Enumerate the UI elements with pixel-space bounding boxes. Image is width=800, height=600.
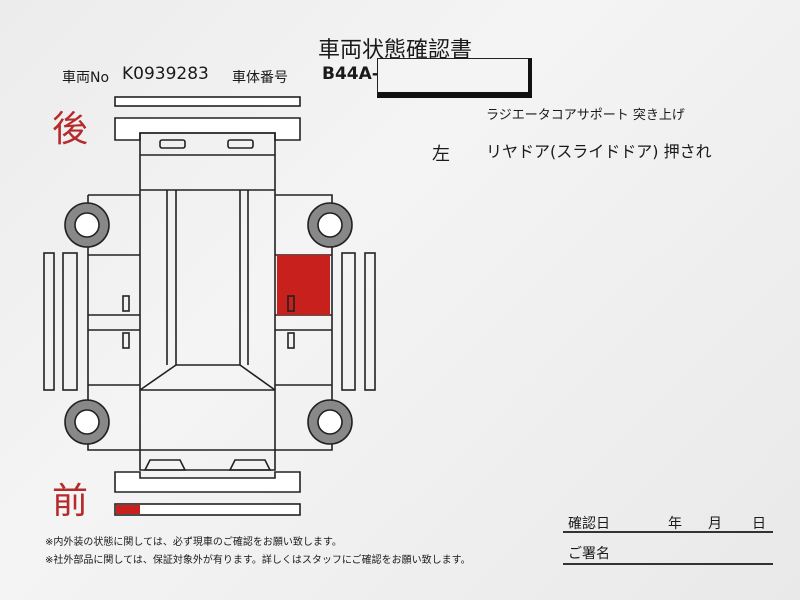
rear-light-left — [159, 139, 186, 149]
vehicle-no-label: 車両No — [62, 70, 110, 86]
rear-bumper — [114, 117, 301, 141]
disclaimer-1: ※内外装の状態に関しては、必ず現車のご確認をお願い致します。 — [45, 537, 342, 548]
redaction-sticker — [377, 58, 532, 98]
disclaimer-2: ※社外部品に関しては、保証対象外が有ります。詳しくはスタッフにご確認をお願い致し… — [45, 555, 471, 566]
rear-label: 後 — [52, 109, 89, 150]
damage-panel-rear-door — [277, 255, 330, 315]
damage-panel-radiator-support — [116, 505, 140, 514]
body-no-label: 車体番号 — [232, 70, 288, 86]
front-bumper — [114, 471, 301, 493]
door-handle-left-front — [122, 332, 130, 349]
month-label: 月 — [708, 516, 722, 532]
rear-light-right — [227, 139, 254, 149]
front-lower-bar — [114, 503, 301, 516]
damage-note-1: ラジエータコアサポート 突き上げ — [486, 108, 685, 123]
signature-line[interactable] — [563, 563, 773, 565]
date-line — [563, 531, 773, 533]
vehicle-body — [139, 132, 276, 471]
signature-label: ご署名 — [568, 546, 610, 562]
side-label: 左 — [432, 144, 450, 165]
roof — [166, 190, 249, 366]
hub-rear-right — [317, 212, 343, 238]
wheel-icons — [64, 202, 353, 445]
day-label: 日 — [752, 516, 766, 532]
door-handle-left-rear — [122, 295, 130, 312]
wheel-hubs — [74, 212, 343, 435]
year-label: 年 — [668, 516, 682, 532]
hub-rear-left — [74, 212, 100, 238]
hub-front-right — [317, 409, 343, 435]
vehicle-no-value: K0939283 — [122, 64, 209, 84]
front-label: 前 — [52, 481, 89, 522]
damage-note-2: リヤドア(スライドドア) 押され — [486, 142, 712, 161]
right-outer-bar — [364, 252, 376, 391]
rear-bumper-bar — [114, 96, 301, 107]
confirm-date-label: 確認日 — [568, 516, 610, 532]
left-inner-bar — [62, 252, 78, 391]
headlights — [143, 459, 272, 471]
body-no-value: B44A- — [322, 64, 379, 84]
hub-front-left — [74, 409, 100, 435]
left-outer-bar — [43, 252, 55, 391]
right-inner-bar — [341, 252, 356, 391]
door-handle-right-rear — [287, 295, 295, 312]
door-handle-right-front — [287, 332, 295, 349]
hood — [139, 364, 276, 451]
